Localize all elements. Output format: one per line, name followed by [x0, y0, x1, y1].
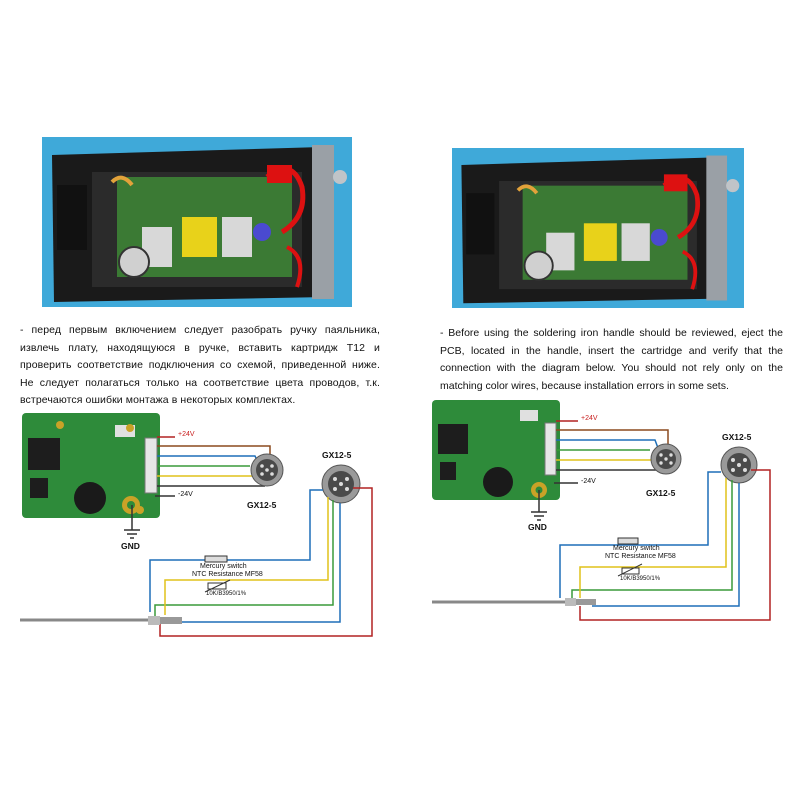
mercury-switch-symbol: [204, 555, 228, 563]
gx12-big-label: GX12-5: [722, 432, 752, 442]
station-photo: [42, 137, 352, 307]
gx12-small-label: GX12-5: [247, 500, 277, 510]
plus24v-label: +24V: [581, 415, 598, 422]
minus24v-label: -24V: [581, 478, 596, 485]
buzzer-icon: [483, 467, 513, 497]
instruction-text-ru: - перед первым включением следует разобр…: [20, 324, 380, 406]
instruction-text-en: - Before using the soldering iron handle…: [440, 327, 783, 392]
left-panel: - перед первым включением следует разобр…: [20, 137, 380, 637]
ntc-value-label: 10K/B3950/1%: [620, 576, 661, 582]
minus24v-label: -24V: [178, 491, 193, 498]
plus24v-label: +24V: [178, 431, 195, 438]
wiring-diagram: [432, 400, 771, 621]
station-photo: [452, 148, 744, 308]
mercury-switch-label: Mercury switch: [200, 563, 247, 570]
gnd-label: GND: [528, 522, 547, 532]
gnd-label: GND: [121, 541, 140, 551]
ntc-resistor-symbol: [621, 567, 640, 575]
ntc-value-label: 10K/B3950/1%: [206, 591, 247, 597]
ntc-label: NTC Resistance MF58: [605, 553, 676, 560]
station-photo-drawing: [42, 137, 352, 307]
gx12-small-label: GX12-5: [646, 488, 676, 498]
gx12-big-label: GX12-5: [322, 450, 352, 460]
right-panel: - Before using the soldering iron handle…: [400, 0, 800, 800]
mercury-switch-symbol: [617, 537, 639, 545]
wiring-diagram: [20, 413, 373, 637]
mercury-switch-label: Mercury switch: [613, 545, 660, 552]
buzzer-icon: [74, 482, 106, 514]
station-photo-drawing: [452, 148, 744, 308]
ntc-label: NTC Resistance MF58: [192, 571, 263, 578]
